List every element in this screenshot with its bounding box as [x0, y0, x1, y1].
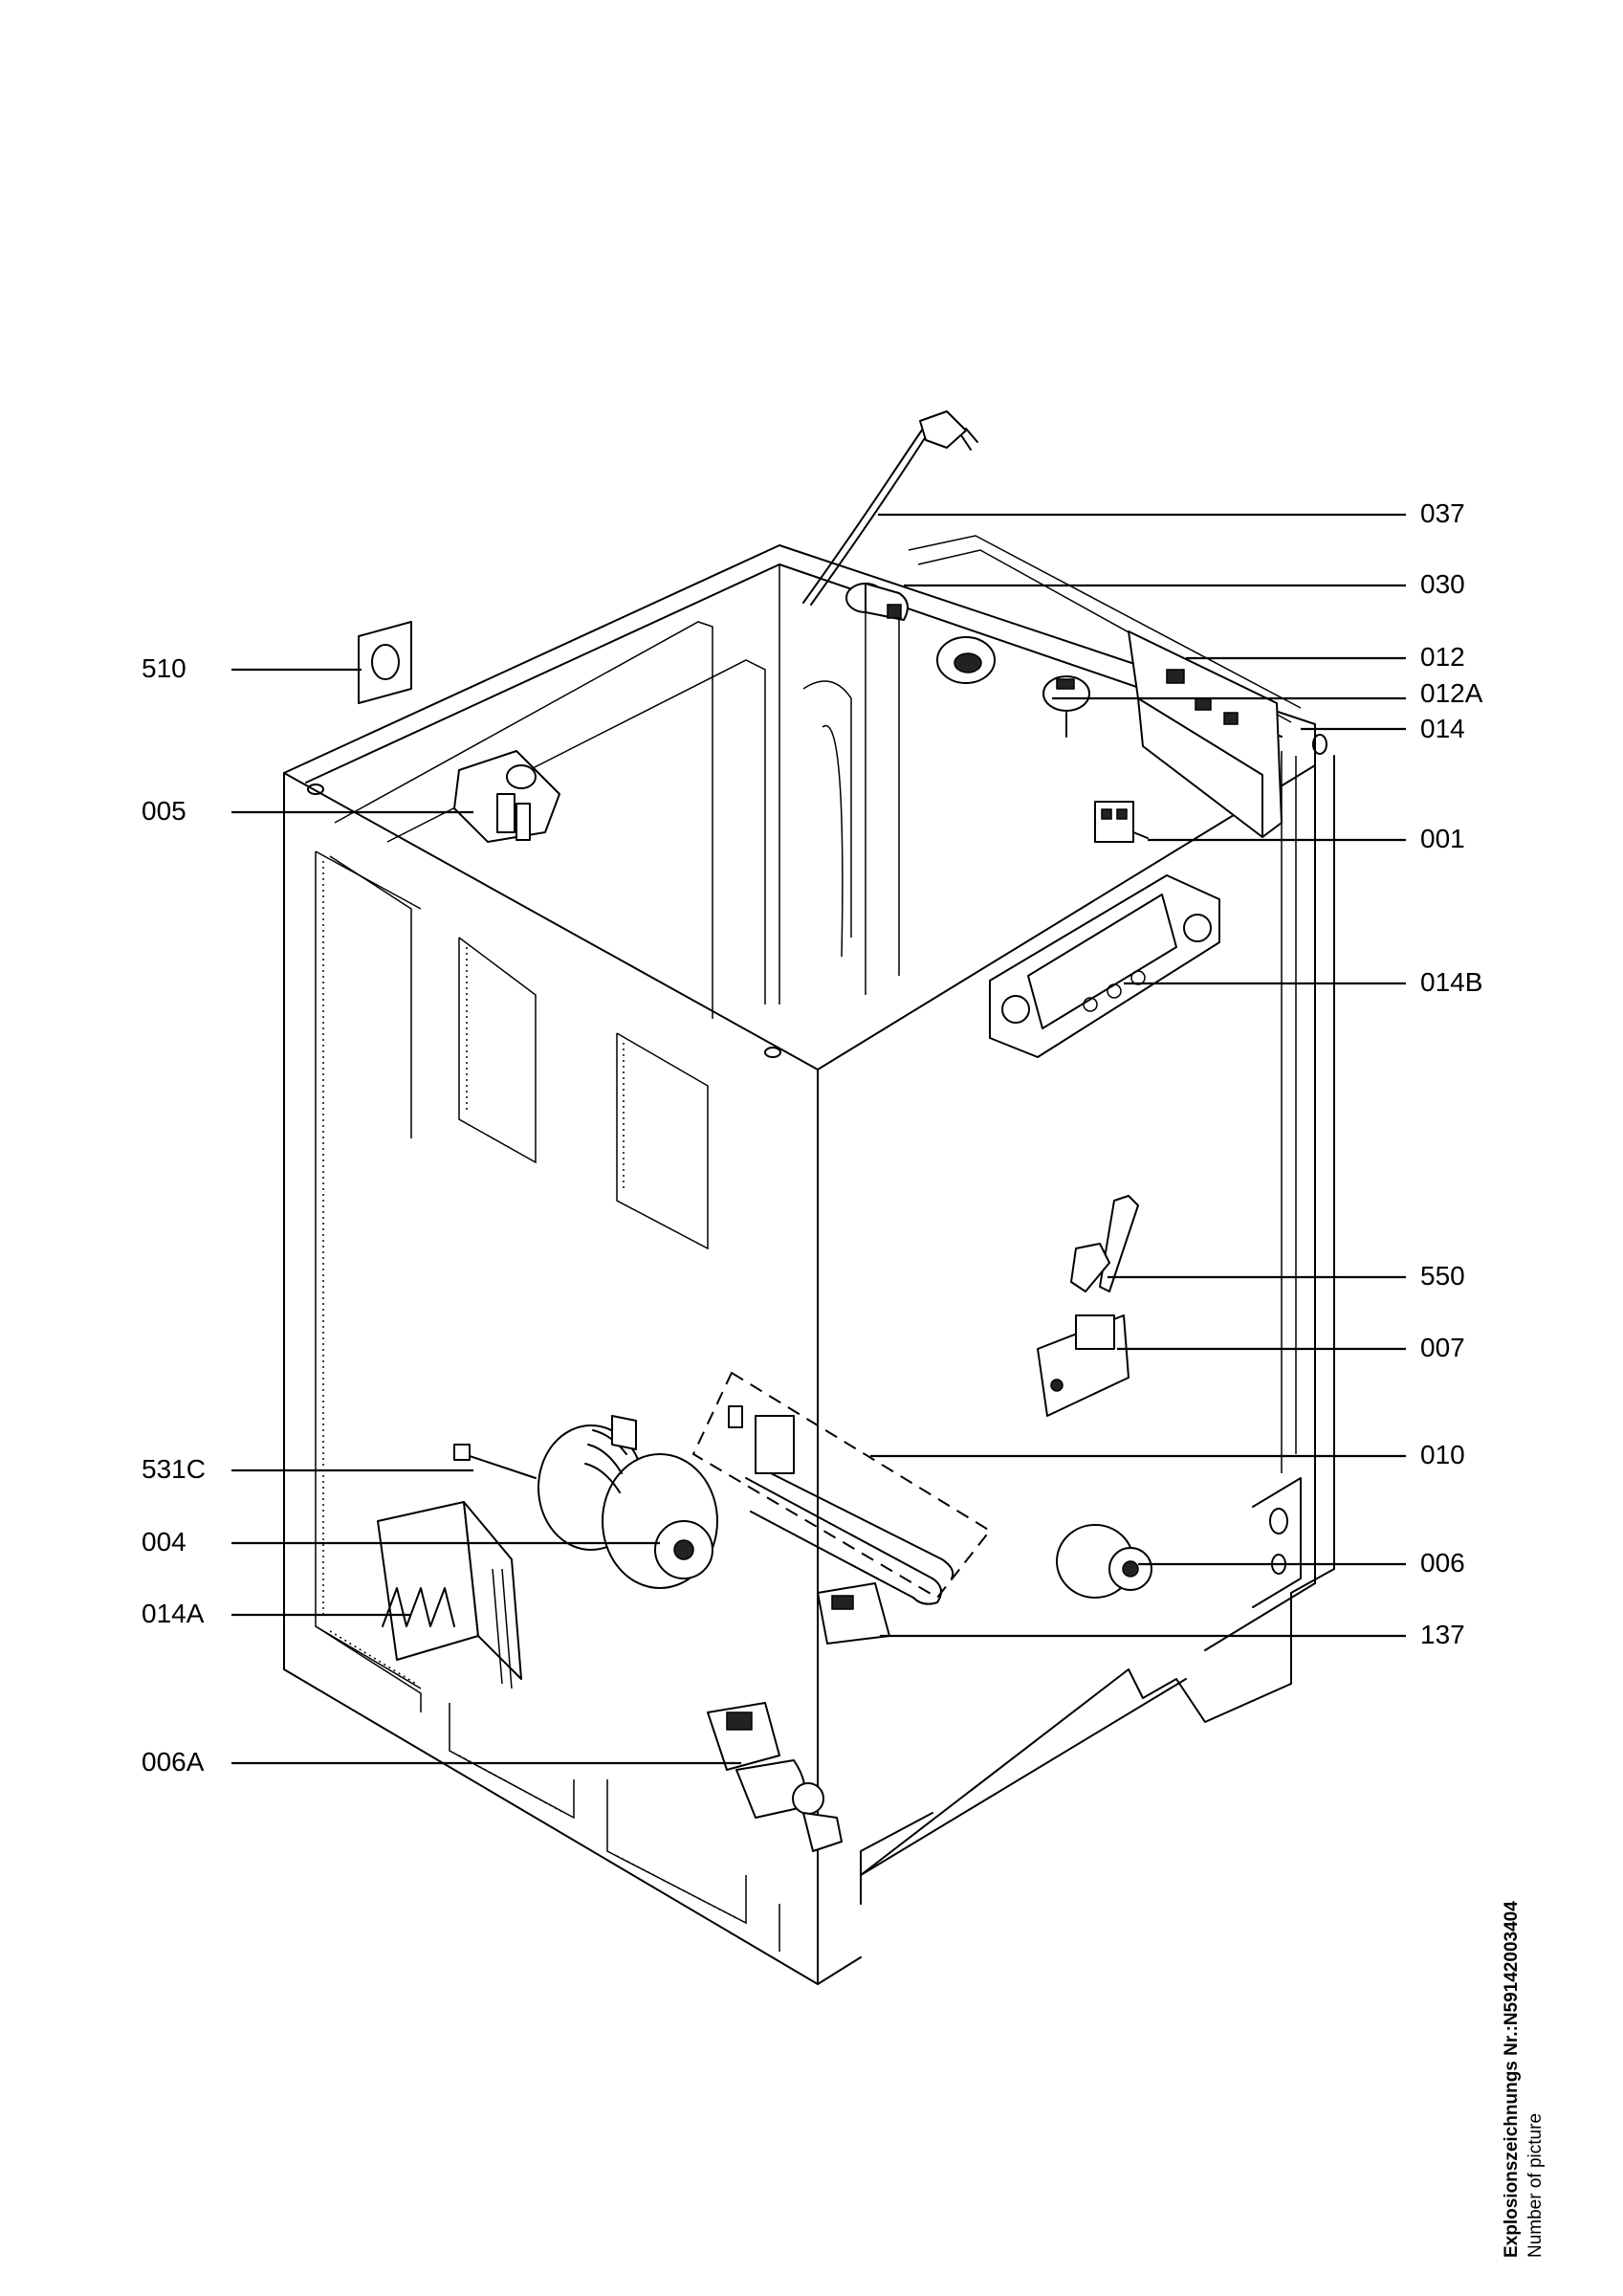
- drain-pump-part: [1056, 1524, 1152, 1599]
- callout-014: 014: [1420, 714, 1465, 743]
- motor-part: [453, 1415, 718, 1589]
- heating-element-part: [691, 1371, 992, 1605]
- callout-014b: 014B: [1420, 967, 1483, 997]
- callout-550: 550: [1420, 1261, 1465, 1291]
- callout-510: 510: [142, 653, 186, 683]
- callout-012: 012: [1420, 642, 1465, 672]
- callout-006: 006: [1420, 1548, 1465, 1578]
- door-interlock-part: [1037, 1314, 1130, 1417]
- callout-004: 004: [142, 1527, 186, 1556]
- connector-part: [1094, 801, 1149, 843]
- picture-number-caption: Number of picture: [1525, 2112, 1546, 2258]
- callout-007: 007: [1420, 1333, 1465, 1362]
- leader-lines: [231, 513, 1406, 1765]
- callout-037: 037: [1420, 498, 1465, 528]
- callout-001: 001: [1420, 824, 1465, 853]
- pressure-switch-part: [936, 636, 1090, 738]
- suppressor-part: [377, 1501, 522, 1689]
- capacitor-part: [845, 583, 909, 621]
- inlet-valve-part: [707, 1702, 843, 1852]
- callout-005: 005: [142, 796, 186, 826]
- callout-531c: 531C: [142, 1454, 206, 1484]
- manifold-part: [453, 750, 560, 843]
- picture-number-note: Explosionszeichnungs Nr.:N5914200340​4 N…: [1502, 1799, 1559, 2258]
- grommet-part: [358, 621, 412, 704]
- door-handle-part: [1070, 1195, 1139, 1292]
- callout-137: 137: [1420, 1620, 1465, 1649]
- callout-006a: 006A: [142, 1747, 205, 1777]
- drawing-number: Explosionszeichnungs Nr.:N5914200340​4: [1502, 1901, 1522, 2258]
- mains-cable-part: [802, 410, 978, 606]
- callout-012a: 012A: [1420, 678, 1483, 708]
- callout-014a: 014A: [142, 1599, 205, 1628]
- callout-010: 010: [1420, 1440, 1465, 1469]
- callout-030: 030: [1420, 569, 1465, 599]
- cabinet-frame: [283, 535, 1335, 1985]
- electronic-board-part: [1128, 630, 1283, 838]
- control-panel-part: [989, 874, 1220, 1058]
- filter-part: [817, 1582, 890, 1645]
